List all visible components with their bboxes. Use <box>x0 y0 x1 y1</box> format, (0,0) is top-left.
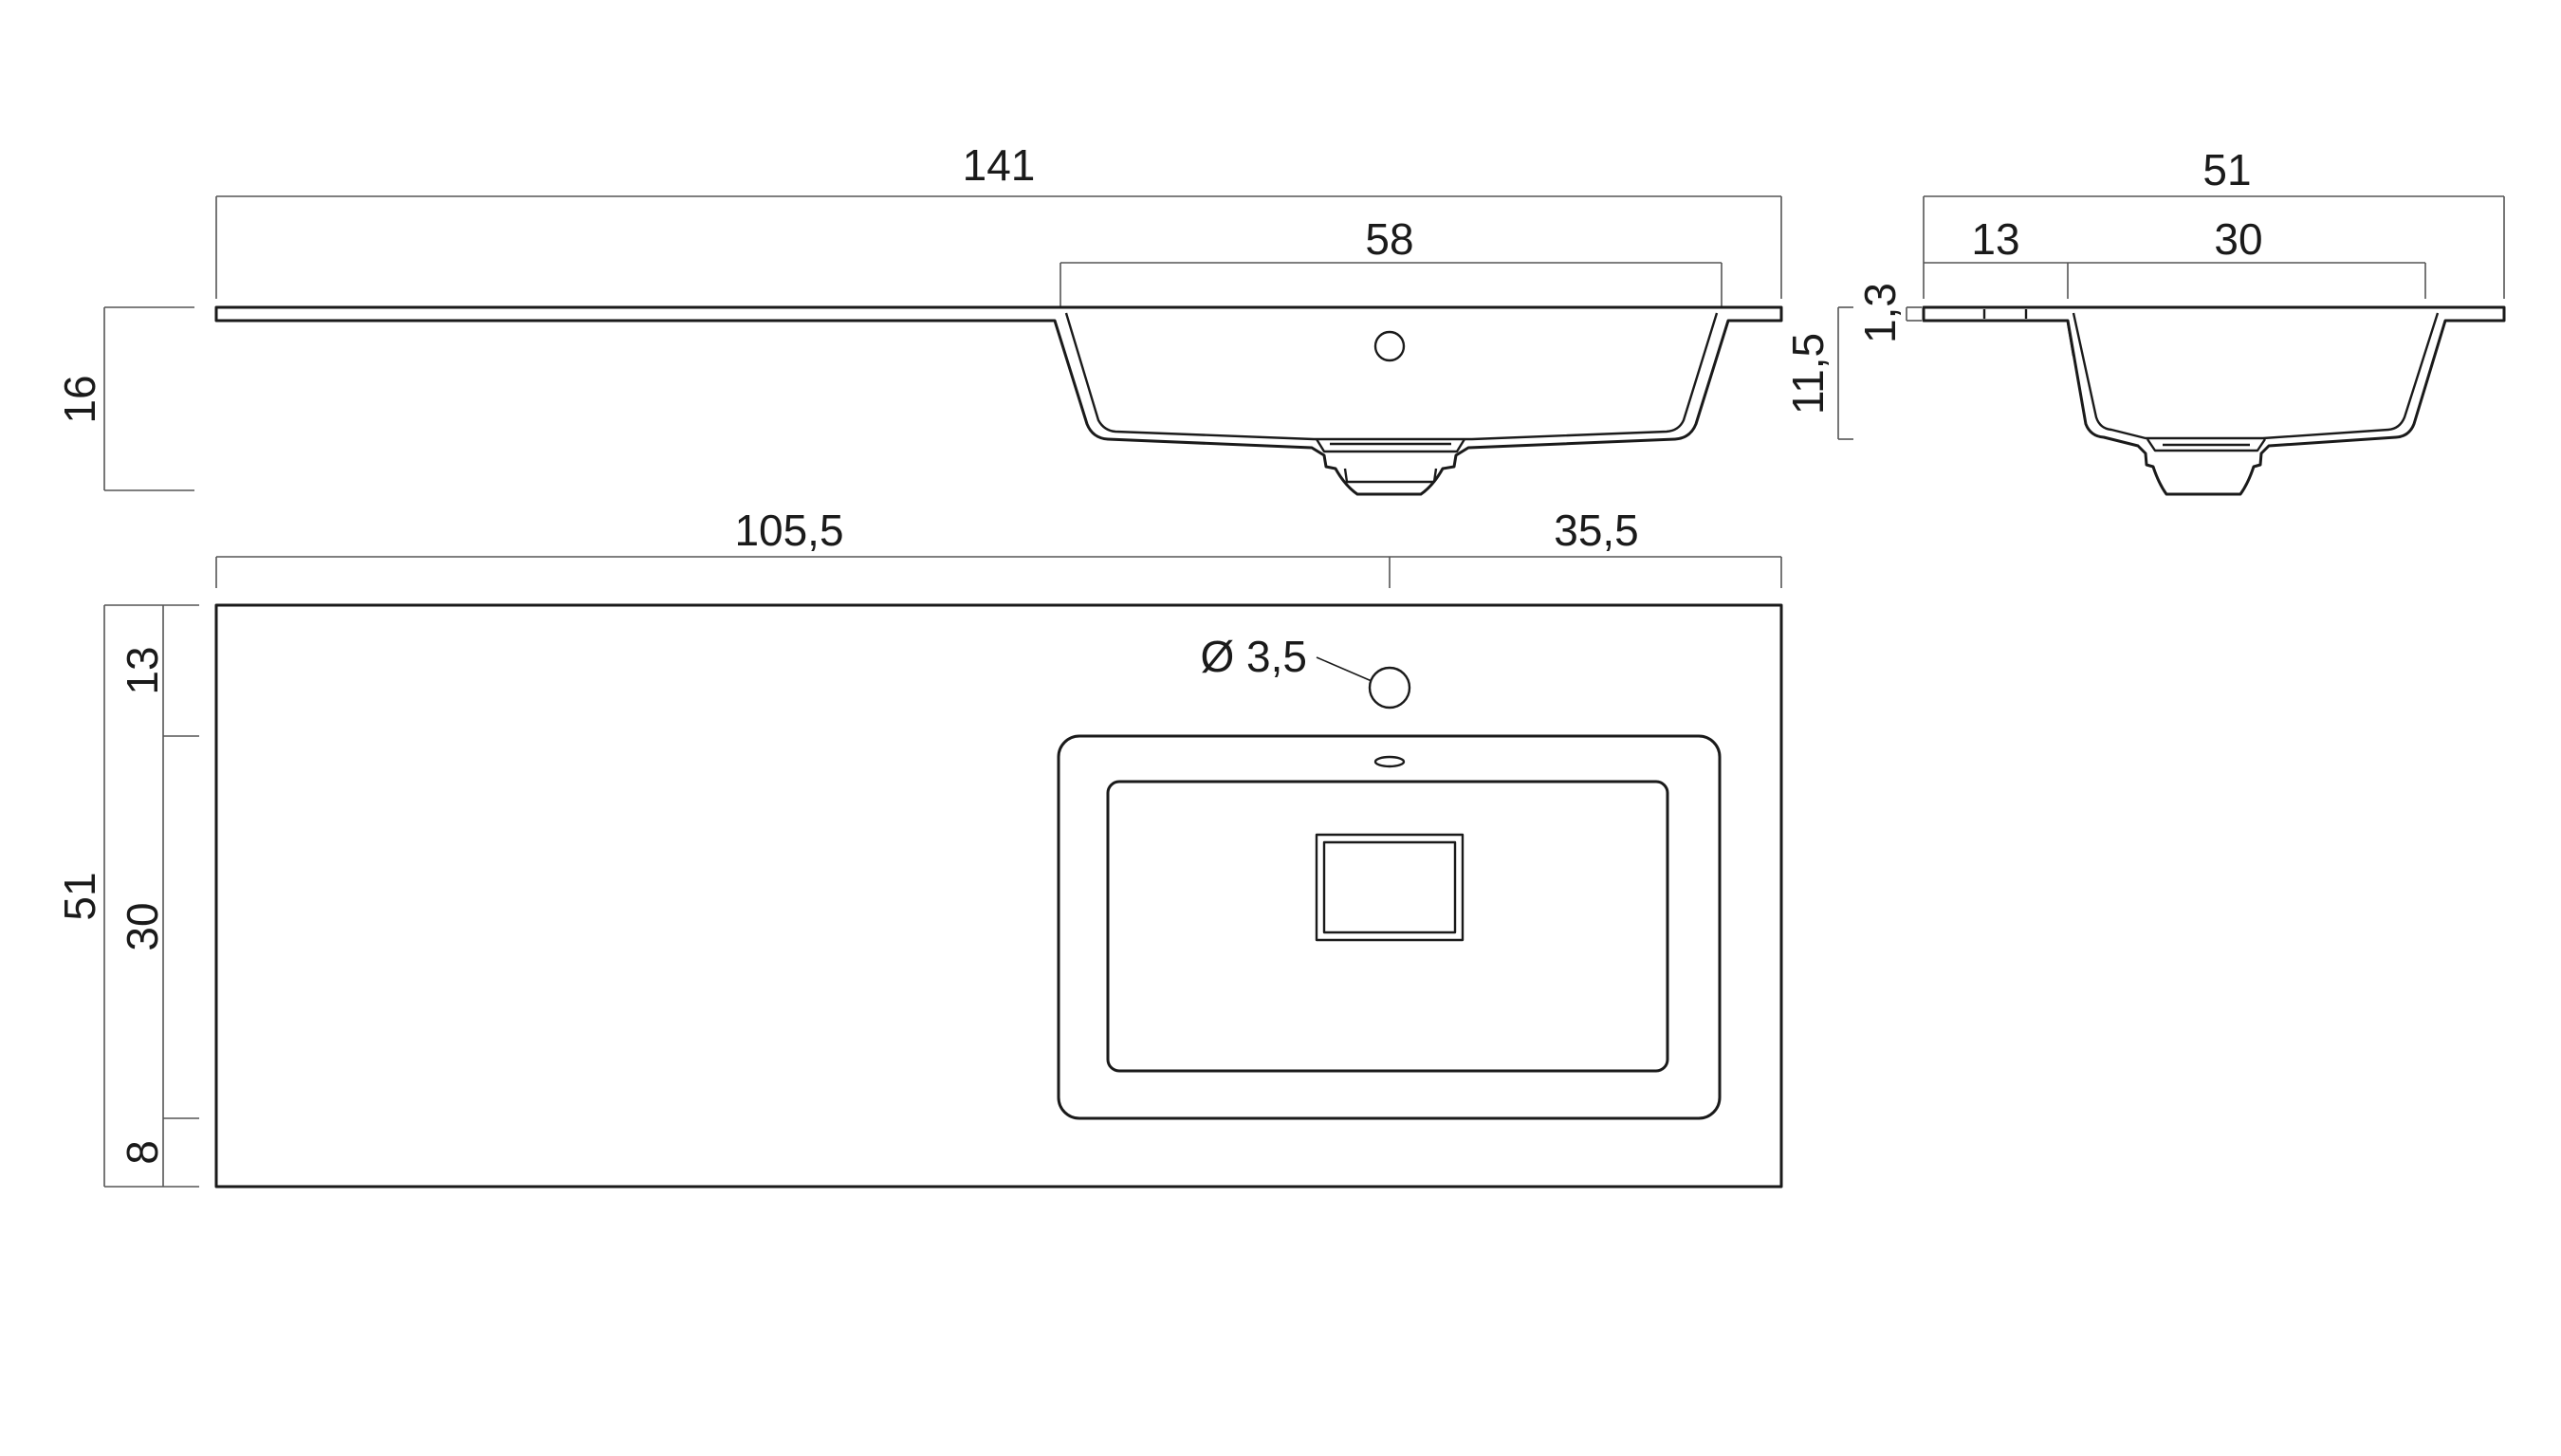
dimension-top-lengths: 105,5 35,5 <box>215 506 1782 588</box>
front-view: 141 58 16 <box>55 140 1783 496</box>
front-inner-basin-line <box>1064 312 1719 441</box>
dimension-top-overall-depth: 51 <box>55 604 199 1188</box>
dim-label-basin-height: 11,5 <box>1783 333 1833 415</box>
side-overflow-channel <box>1982 309 2075 357</box>
dimension-basin-height: 11,5 <box>1783 306 1853 440</box>
dim-label-top-thickness: 1,3 <box>1855 283 1905 343</box>
dimension-overall-width: 141 <box>215 140 1782 299</box>
side-profile-outline <box>1922 305 2506 496</box>
dim-label-front-margin: 8 <box>118 1140 167 1165</box>
side-inner-basin-line <box>2072 312 2440 440</box>
dim-label-basin-width: 58 <box>1365 214 1413 264</box>
dimension-side-segments: 13 30 <box>1924 214 2426 299</box>
dim-label-side-front-margin: 13 <box>1971 214 2019 264</box>
overflow-slot-icon <box>1373 755 1406 768</box>
dimension-top-thickness: 1,3 <box>1855 283 1922 343</box>
tap-hole-leader-line <box>1316 656 1373 682</box>
dimension-side-overall-depth: 51 <box>1923 145 2505 299</box>
front-profile-outline <box>214 305 1783 496</box>
dim-label-side-basin-depth: 30 <box>2214 214 2262 264</box>
front-drain-grate <box>1315 438 1466 484</box>
dim-label-top-basin-depth: 30 <box>118 902 167 950</box>
dim-label-left-length: 105,5 <box>734 506 843 555</box>
side-view: 51 13 30 1,3 11,5 <box>1783 145 2506 496</box>
dim-label-side-overall-depth: 51 <box>2202 145 2251 194</box>
overflow-hole-icon <box>1373 330 1406 362</box>
dim-label-top-overall-depth: 51 <box>55 872 104 920</box>
dim-label-overall-width: 141 <box>963 140 1036 190</box>
basin-inner-bowl <box>1106 780 1669 1073</box>
drain-inner <box>1322 840 1457 934</box>
drain-outer <box>1315 833 1465 942</box>
dimension-top-segments: 13 30 8 <box>118 605 199 1187</box>
dim-label-back-margin: 13 <box>118 646 167 694</box>
dim-label-right-length: 35,5 <box>1554 506 1639 555</box>
tap-hole-icon <box>1368 666 1411 710</box>
dimension-total-height: 16 <box>55 306 194 491</box>
dim-label-total-height: 16 <box>55 375 104 423</box>
tap-hole-label: Ø 3,5 <box>1200 632 1307 681</box>
dimension-basin-width: 58 <box>1059 214 1723 313</box>
top-view: 105,5 35,5 51 13 30 8 Ø 3,5 <box>55 506 1783 1189</box>
side-drain-grate <box>2146 438 2266 452</box>
